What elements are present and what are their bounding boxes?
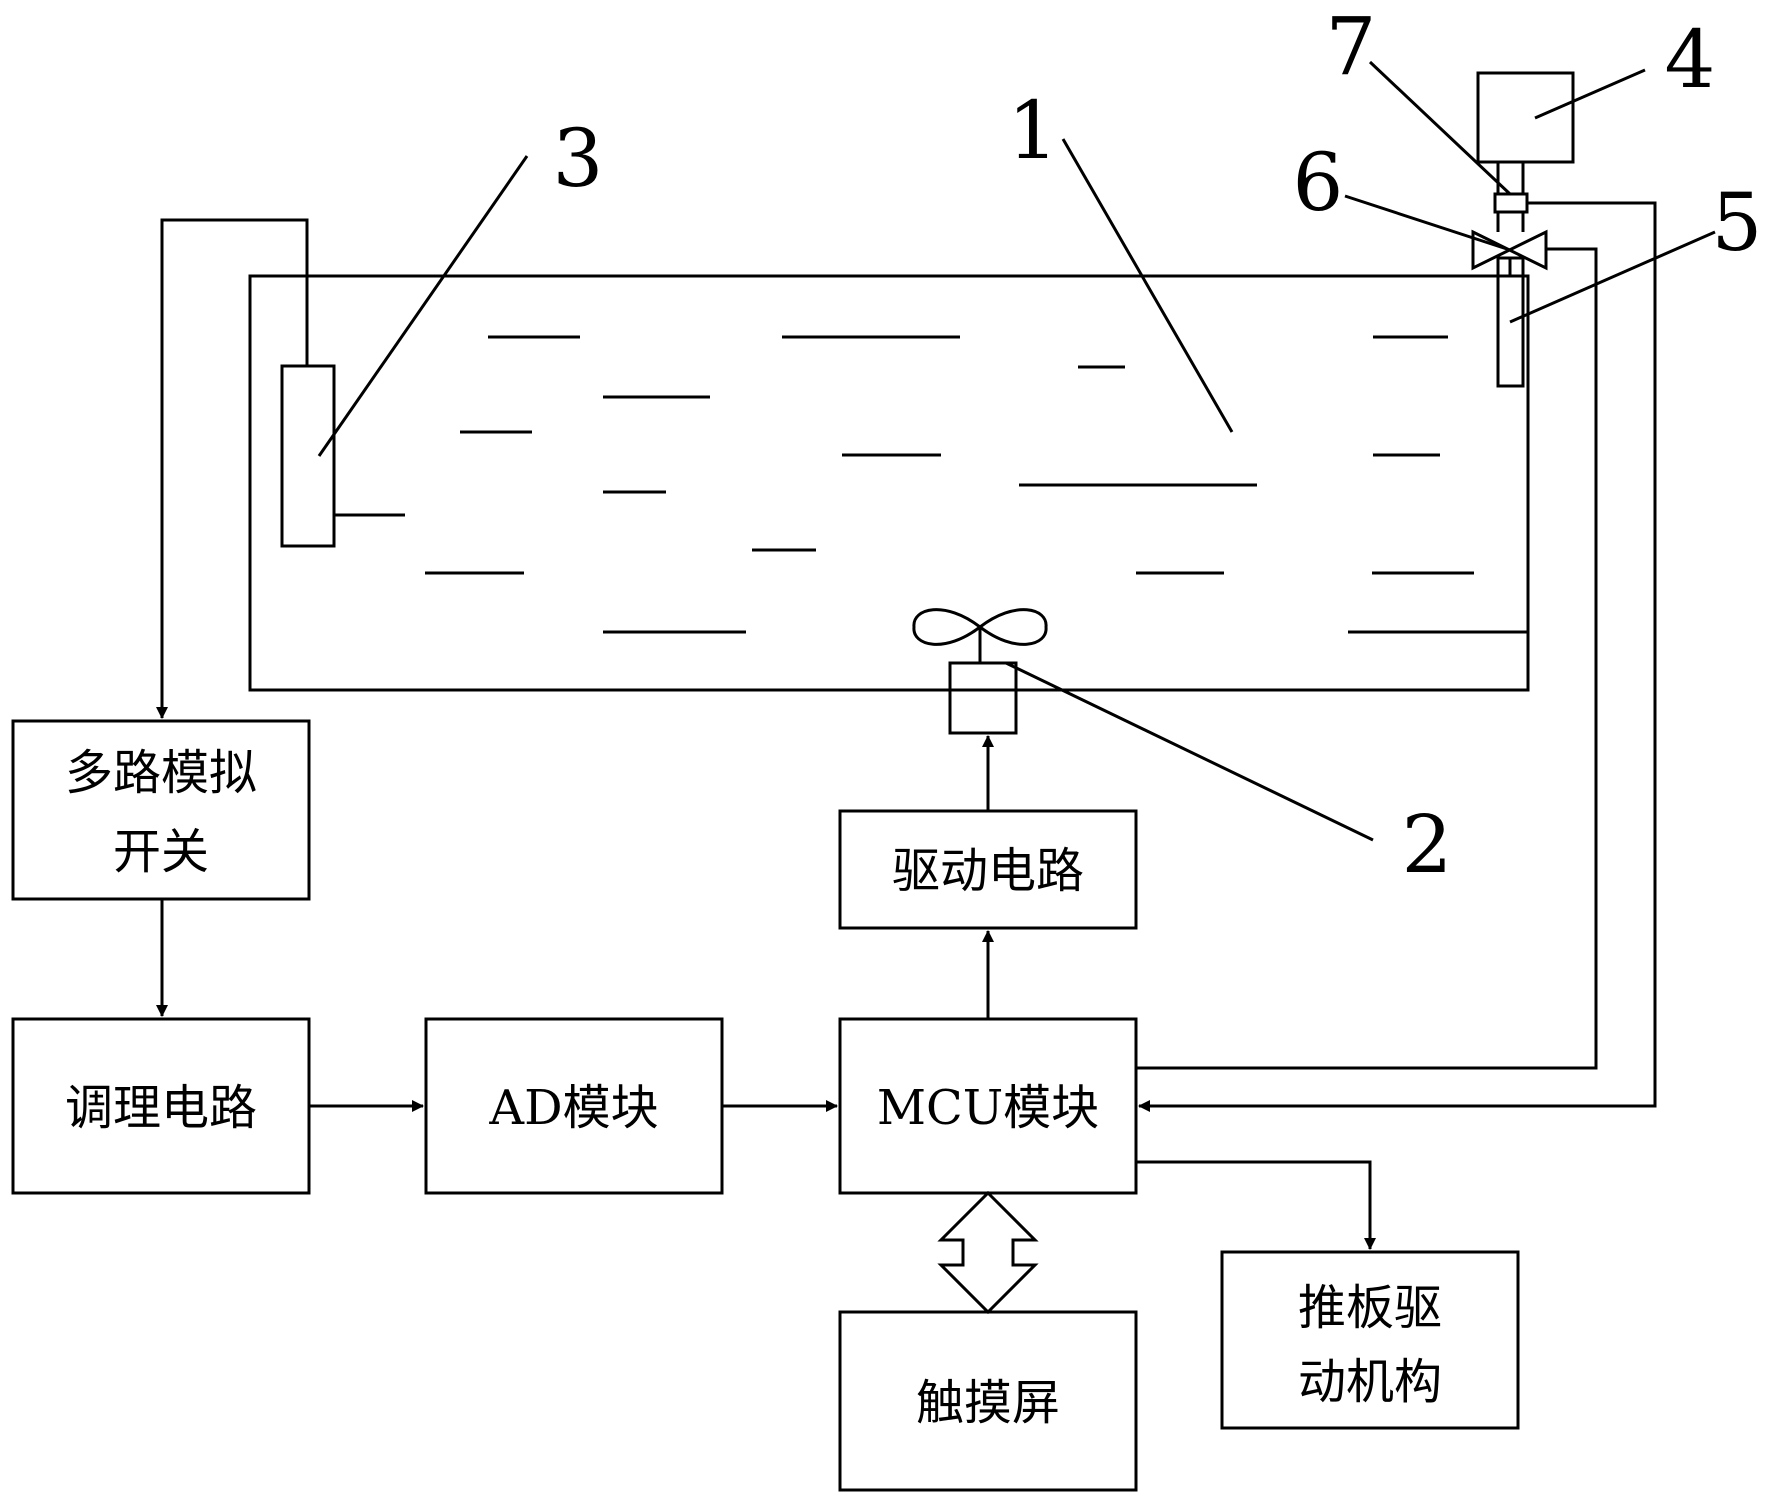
leader-1 [1061,138,1234,433]
wire-mcu-valve [1136,247,1598,1070]
leader-5 [1509,230,1716,324]
pusher-label-line2: 动机构 [1298,1354,1442,1410]
propeller-icon [912,608,1048,663]
ad-label: AD模块 [488,1080,658,1136]
bidirectional-arrow [937,1190,1039,1315]
leader-7 [1368,60,1512,196]
callout-2: 2 [1402,798,1453,891]
leader-6 [1344,194,1511,252]
sensor-probe [280,364,336,548]
mcu-label: MCU模块 [877,1080,1099,1136]
leader-2 [1005,661,1374,842]
callout-7: 7 [1326,0,1377,93]
callout-4: 4 [1665,13,1716,106]
callout-5: 5 [1712,176,1763,269]
sensor-wire [156,218,309,719]
pusher-box [1220,1250,1520,1430]
conditioning-label: 调理电路 [65,1080,257,1136]
valve-icon [1471,229,1548,271]
driver-label: 驱动电路 [892,843,1084,899]
callout-1: 1 [1008,84,1059,177]
mux-label-line2: 开关 [113,824,209,880]
water-tank [248,274,1530,692]
touch-label: 触摸屏 [916,1375,1060,1431]
coupling-part [1493,192,1529,214]
leader-3 [317,155,529,457]
callout-6: 6 [1293,136,1344,229]
actuator-box [1476,71,1575,164]
pusher-label-line1: 推板驱 [1298,1280,1442,1336]
arrow-mcu-pusher [1136,1160,1376,1250]
leader-4 [1534,68,1646,120]
water-lines [336,335,1528,634]
wire-feedback-mcu [1138,201,1657,1112]
callout-3: 3 [553,112,604,205]
motor-box [948,661,1018,735]
mux-label-line1: 多路模拟 [65,745,257,801]
